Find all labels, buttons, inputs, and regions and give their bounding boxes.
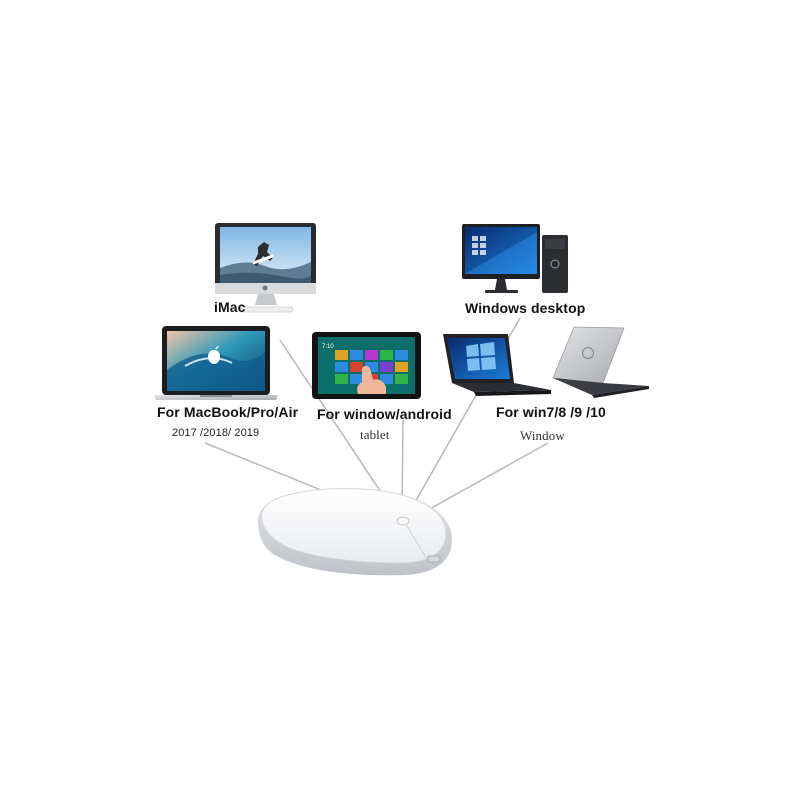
- label-windows-desktop: Windows desktop: [465, 300, 586, 316]
- label-imac: iMac: [214, 299, 246, 315]
- mouse-shell: [261, 488, 447, 564]
- dell-logo-icon: [550, 259, 560, 269]
- label-tablet-sub: tablet: [360, 427, 390, 442]
- line-imac: [279, 339, 399, 519]
- dell-logo-icon: [581, 346, 595, 360]
- macbook-device: [154, 326, 278, 400]
- silver-laptop-device: [552, 326, 649, 398]
- label-macbook-years: 2017 /2018/ 2019: [172, 427, 260, 439]
- tablet-device: 7:10: [312, 332, 421, 399]
- label-macbook: For MacBook/Pro/Air: [157, 404, 299, 420]
- wireless-mouse: [258, 488, 452, 576]
- windows-desktop-device: [462, 224, 568, 293]
- usb-receiver-slot: [427, 555, 441, 563]
- apple-logo-icon: [208, 346, 220, 364]
- scroll-wheel[interactable]: [396, 516, 410, 526]
- mouse-button-seam: [404, 521, 429, 561]
- label-tablet: For window/android: [317, 406, 452, 422]
- label-win-laptop: For win7/8 /9 /10: [496, 404, 606, 420]
- finger-touch-icon: [357, 365, 386, 394]
- win-laptop-device: [443, 334, 551, 396]
- label-win-laptop-sub: Window: [520, 428, 565, 443]
- apple-logo-icon: [262, 285, 268, 291]
- line-win-laptop: [409, 442, 549, 521]
- tablet-status-time: 7:10: [322, 344, 334, 350]
- imac-device: [215, 223, 316, 313]
